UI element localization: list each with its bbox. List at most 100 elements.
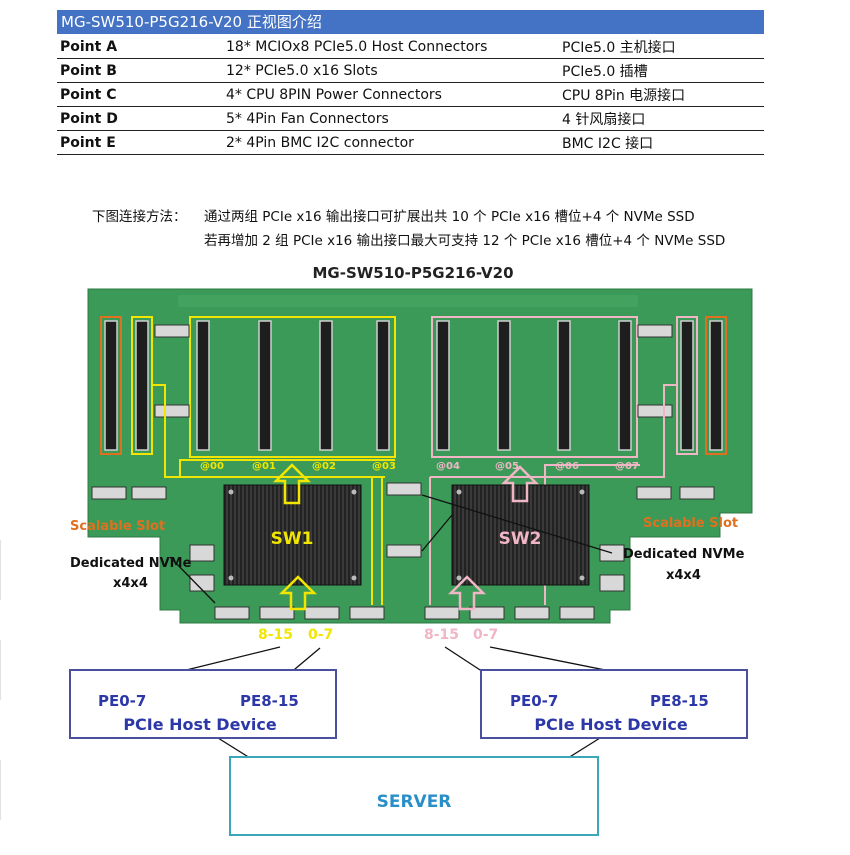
mcio-connector xyxy=(636,486,672,500)
host-device-label-left: PCIe Host Device xyxy=(123,715,277,734)
pcie-slot xyxy=(104,320,118,451)
slot-label: @01 xyxy=(252,461,276,472)
mcio-connector xyxy=(154,324,190,338)
sw2-port-label-8-15: 8-15 xyxy=(424,627,459,643)
spec-cn-cell: 4 针风扇接口 xyxy=(559,106,764,131)
mcio-connector xyxy=(91,486,127,500)
spec-desc-cell: 5* 4Pin Fan Connectors xyxy=(223,106,559,131)
host-device-box-left xyxy=(69,669,337,739)
nvme-pointer-line xyxy=(421,494,613,554)
left-edge-mark xyxy=(0,760,9,820)
board-diagram: MG-SW510-P5G216-V20 xyxy=(69,264,753,836)
sw1-slot-group-outline xyxy=(189,316,396,458)
spec-desc-cell: 18* MCIOx8 PCIe5.0 Host Connectors xyxy=(223,35,559,59)
nvme-connector xyxy=(189,574,215,592)
sw2-slot-group-outline xyxy=(431,316,638,458)
sw1-trace xyxy=(179,459,395,477)
mcio-connector xyxy=(304,606,340,620)
heatsink-screw xyxy=(579,575,585,581)
mcio-connector xyxy=(514,606,550,620)
method-label: 下图连接方法： xyxy=(92,209,187,225)
pe0-7-label-left: PE0-7 xyxy=(98,692,146,710)
scalable-slot-left-outline xyxy=(100,316,122,455)
nvme-pointer-line xyxy=(421,514,453,552)
spec-desc-cell: 2* 4Pin BMC I2C connector xyxy=(223,130,559,155)
spec-point-cell: Point D xyxy=(57,106,223,131)
server-label: SERVER xyxy=(377,792,452,812)
sw2-lower-arrow xyxy=(447,575,487,611)
mcio-connector xyxy=(131,486,167,500)
pe8-15-label-right: PE8-15 xyxy=(650,692,709,710)
pcie-slot xyxy=(319,320,333,451)
server-box xyxy=(229,756,599,836)
sw1-lower-arrow xyxy=(278,575,318,611)
nvme-lanes-label-right: x4x4 xyxy=(666,568,701,583)
mcio-connector xyxy=(679,486,715,500)
pcie-slot xyxy=(196,320,210,451)
pcb-board xyxy=(87,288,753,624)
nvme-connector xyxy=(189,544,215,562)
heatsink-screw xyxy=(579,489,585,495)
dedicated-nvme-label-left: Dedicated NVMe xyxy=(70,556,192,571)
mcio-connector xyxy=(386,544,422,558)
pcie-slot xyxy=(680,320,694,451)
section-title: MG-SW510-P5G216-V20 正视图介绍 xyxy=(57,10,764,34)
sw1-upper-arrow xyxy=(272,463,312,505)
nvme-lanes-label-left: x4x4 xyxy=(113,576,148,591)
pcie-slot xyxy=(618,320,632,451)
method-line-2: 若再增加 2 组 PCIe x16 输出接口最大可支持 12 个 PCIe x1… xyxy=(204,233,726,249)
left-edge-mark xyxy=(0,540,9,600)
sw1-port-label-8-15: 8-15 xyxy=(258,627,293,643)
sw1-heatsink xyxy=(223,484,362,586)
mcio-connector xyxy=(154,404,190,418)
mcio-connector xyxy=(637,404,673,418)
pcie-slot xyxy=(376,320,390,451)
sw1-port-label-0-7: 0-7 xyxy=(308,627,333,643)
slot-label: @07 xyxy=(615,461,639,472)
scalable-slot-right-outline xyxy=(705,316,727,455)
pcie-slot xyxy=(135,320,149,451)
nvme-pointer-line xyxy=(169,556,216,604)
spec-point-cell: Point C xyxy=(57,82,223,107)
spec-point-cell: Point B xyxy=(57,58,223,83)
mcio-connector xyxy=(386,482,422,496)
mcio-connector xyxy=(214,606,250,620)
sw1-label: SW1 xyxy=(271,529,314,549)
pcie-slot xyxy=(258,320,272,451)
pcie-slot xyxy=(497,320,511,451)
spec-cn-cell: BMC I2C 接口 xyxy=(559,130,764,155)
heatsink-screw xyxy=(456,489,462,495)
slot-label: @06 xyxy=(555,461,579,472)
host-device-label-right: PCIe Host Device xyxy=(534,715,688,734)
mcio-connector xyxy=(259,606,295,620)
spec-point-cell: Point E xyxy=(57,130,223,155)
nvme-connector xyxy=(599,574,625,592)
diagram-title: MG-SW510-P5G216-V20 xyxy=(312,264,513,282)
heatsink-screw xyxy=(456,575,462,581)
slot-label: @02 xyxy=(312,461,336,472)
sw2-port-label-0-7: 0-7 xyxy=(473,627,498,643)
sw1-trace xyxy=(152,384,385,478)
left-edge-mark xyxy=(0,640,9,700)
spec-cn-cell: PCIe5.0 主机接口 xyxy=(559,35,764,59)
host-device-box-right xyxy=(480,669,748,739)
dedicated-nvme-label-right: Dedicated NVMe xyxy=(623,547,745,562)
sw2-label: SW2 xyxy=(499,529,542,549)
pcie-slot xyxy=(557,320,571,451)
scalable-slot-label-right: Scalable Slot xyxy=(643,516,738,531)
heatsink-screw xyxy=(351,575,357,581)
spec-desc-cell: 12* PCIe5.0 x16 Slots xyxy=(223,58,559,83)
pcb-top-strip xyxy=(178,295,638,307)
mcio-connector xyxy=(637,324,673,338)
scalable-slot-label-left: Scalable Slot xyxy=(70,519,165,534)
pcie-slot xyxy=(436,320,450,451)
spec-point-cell: Point A xyxy=(57,35,223,59)
heatsink-screw xyxy=(228,575,234,581)
spec-cn-cell: CPU 8Pin 电源接口 xyxy=(559,82,764,107)
